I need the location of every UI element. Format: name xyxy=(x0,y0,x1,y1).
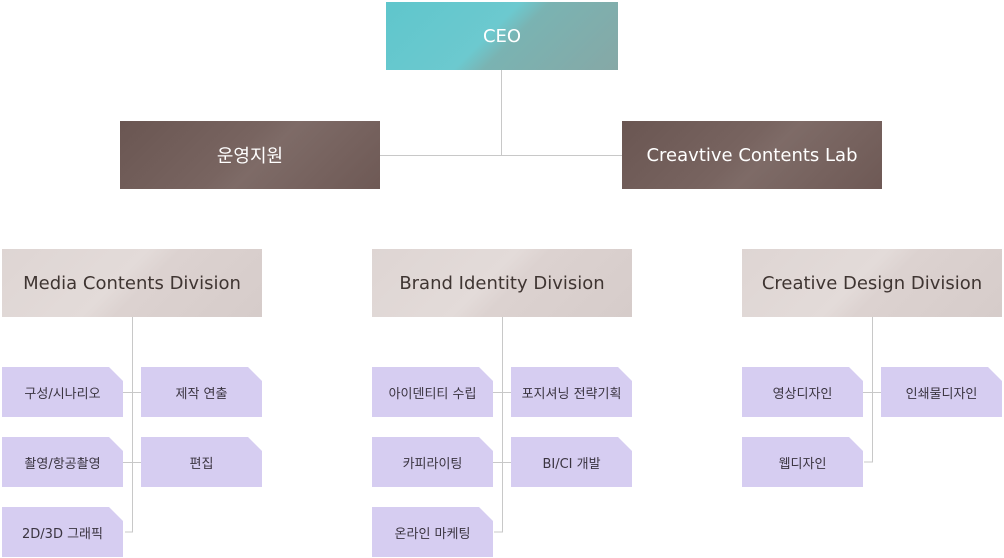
division-media-contents-label: Media Contents Division xyxy=(23,272,241,294)
department-creative-lab-box: Creavtive Contents Lab xyxy=(622,121,882,189)
department-operations-box: 운영지원 xyxy=(120,121,380,189)
division-media-contents: Media Contents Division xyxy=(2,249,262,317)
item-brand-left-1: 아이덴티티 수립 xyxy=(372,367,493,417)
item-design-right-1: 인쇄물디자인 xyxy=(881,367,1002,417)
item-brand-left-3: 온라인 마케팅 xyxy=(372,507,493,557)
division-creative-design-label: Creative Design Division xyxy=(761,272,983,294)
division-brand-identity: Brand Identity Division xyxy=(372,249,632,317)
item-design-left-1: 영상디자인 xyxy=(742,367,863,417)
item-media-left-2: 촬영/항공촬영 xyxy=(2,437,123,487)
item-media-left-3: 2D/3D 그래픽 xyxy=(2,507,123,557)
item-brand-right-1: 포지셔닝 전략기획 xyxy=(511,367,632,417)
division-creative-design: Creative Design Division xyxy=(742,249,1002,317)
division-brand-identity-label: Brand Identity Division xyxy=(399,272,605,294)
item-brand-right-2: BI/CI 개발 xyxy=(511,437,632,487)
item-media-right-1: 제작 연출 xyxy=(141,367,262,417)
department-operations-label: 운영지원 xyxy=(216,146,284,167)
ceo-box: CEO xyxy=(386,2,618,70)
item-brand-left-2: 카피라이팅 xyxy=(372,437,493,487)
item-media-right-2: 편집 xyxy=(141,437,262,487)
connector-media-trunk xyxy=(125,317,133,533)
item-media-left-1: 구성/시나리오 xyxy=(2,367,123,417)
item-design-left-2: 웹디자인 xyxy=(742,437,863,487)
connector-design-trunk xyxy=(864,317,873,463)
department-creative-lab-label: Creavtive Contents Lab xyxy=(646,144,858,166)
connector-brand-trunk xyxy=(494,317,503,533)
ceo-label: CEO xyxy=(482,25,522,47)
